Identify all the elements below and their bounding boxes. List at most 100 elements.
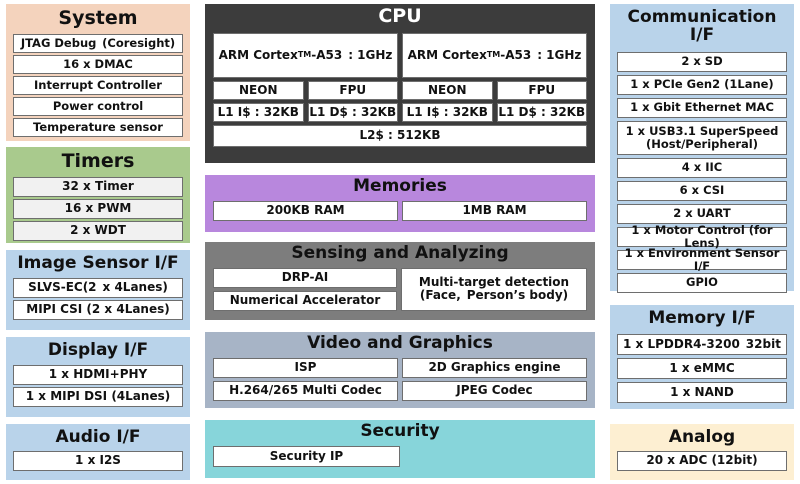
panel-communication-if: Communication I/F 2 x SD 1 x PCIe Gen2 (… xyxy=(610,4,794,293)
block-hdmi-phy: 1 x HDMI+PHY xyxy=(13,364,183,385)
panel-system: System JTAG Debug (Coresight) 16 x DMAC … xyxy=(6,4,190,141)
block-uart: 2 x UART xyxy=(617,203,787,224)
block-l1-icache-1: L1 I$ : 32KB xyxy=(402,102,493,122)
panel-body-system: JTAG Debug (Coresight) 16 x DMAC Interru… xyxy=(13,33,183,139)
block-iic: 4 x IIC xyxy=(617,157,787,178)
block-pwm: 16 x PWM xyxy=(13,198,183,219)
block-csi: 6 x CSI xyxy=(617,180,787,201)
block-drp-ai: DRP-AI xyxy=(213,267,397,288)
block-neon-0: NEON xyxy=(213,80,304,100)
block-emmc: 1 x eMMC xyxy=(617,357,787,379)
panel-image-sensor-if: Image Sensor I/F SLVS-EC(2 x 4Lanes) MIP… xyxy=(6,250,190,330)
panel-sensing-and-analyzing: Sensing and Analyzing DRP-AI Numerical A… xyxy=(205,242,595,320)
video-row-0: ISP 2D Graphics engine xyxy=(213,357,587,378)
block-2d-graphics-engine: 2D Graphics engine xyxy=(402,357,587,378)
panel-body-security: Security IP xyxy=(213,445,587,472)
block-pcie-gen2: 1 x PCIe Gen2 (1Lane) xyxy=(617,74,787,95)
panel-title-analog: Analog xyxy=(668,427,736,447)
memories-row: 200KB RAM 1MB RAM xyxy=(213,200,587,221)
cpu-core-0-name-prefix: ARM Cortex xyxy=(218,47,298,62)
panel-title-security: Security xyxy=(360,421,440,441)
panel-display-if: Display I/F 1 x HDMI+PHY 1 x MIPI DSI (4… xyxy=(6,337,190,417)
panel-title-image-sensor-if: Image Sensor I/F xyxy=(17,253,179,273)
panel-memories: Memories 200KB RAM 1MB RAM xyxy=(205,175,595,232)
block-200kb-ram: 200KB RAM xyxy=(213,200,398,221)
panel-title-communication-if: Communication I/F xyxy=(627,7,777,45)
sensing-split: DRP-AI Numerical Accelerator Multi-targe… xyxy=(213,267,587,311)
panel-body-video: ISP 2D Graphics engine H.264/265 Multi C… xyxy=(213,357,587,404)
block-slvs-ec: SLVS-EC(2 x 4Lanes) xyxy=(13,277,183,298)
cpu-core-0-trademark: TM xyxy=(297,49,312,59)
block-gpio: GPIO xyxy=(617,272,787,293)
block-wdt: 2 x WDT xyxy=(13,220,183,241)
panel-body-sensing: DRP-AI Numerical Accelerator Multi-targe… xyxy=(213,267,587,314)
panel-body-timers: 32 x Timer 16 x PWM 2 x WDT xyxy=(13,176,183,243)
block-motor-control: 1 x Motor Control (for Lens) xyxy=(617,223,787,249)
cpu-core-1-name-suffix: -A53 : 1GHz xyxy=(500,47,582,62)
panel-body-memories: 200KB RAM 1MB RAM xyxy=(213,200,587,226)
block-i2s: 1 x I2S xyxy=(13,450,183,471)
panel-title-system: System xyxy=(58,7,138,29)
panel-body-memory-if: 1 x LPDDR4-3200 32bit 1 x eMMC 1 x NAND xyxy=(617,333,787,406)
sensing-left-stack: DRP-AI Numerical Accelerator xyxy=(213,267,397,311)
block-security-ip: Security IP xyxy=(213,445,400,467)
block-interrupt-controller: Interrupt Controller xyxy=(13,75,183,95)
panel-video-and-graphics: Video and Graphics ISP 2D Graphics engin… xyxy=(205,332,595,408)
block-timer: 32 x Timer xyxy=(13,176,183,197)
block-1mb-ram: 1MB RAM xyxy=(402,200,587,221)
block-jtag-debug: JTAG Debug (Coresight) xyxy=(13,33,183,53)
block-mipi-dsi: 1 x MIPI DSI (4Lanes) xyxy=(13,386,183,407)
block-lpddr4: 1 x LPDDR4-3200 32bit xyxy=(617,333,787,355)
panel-title-memories: Memories xyxy=(353,176,447,196)
cpu-core-0-name-suffix: -A53 : 1GHz xyxy=(311,47,393,62)
panel-title-timers: Timers xyxy=(61,150,135,172)
panel-body-audio-if: 1 x I2S xyxy=(13,450,183,475)
panel-memory-if: Memory I/F 1 x LPDDR4-3200 32bit 1 x eMM… xyxy=(610,305,794,409)
security-row: Security IP xyxy=(213,445,587,467)
block-sd: 2 x SD xyxy=(617,51,787,72)
cpu-core-1-name-prefix: ARM Cortex xyxy=(407,47,487,62)
block-l2-cache: L2$ : 512KB xyxy=(213,124,587,147)
panel-title-memory-if: Memory I/F xyxy=(648,308,756,328)
cpu-core-1-trademark: TM xyxy=(486,49,501,59)
panel-audio-if: Audio I/F 1 x I2S xyxy=(6,424,190,480)
block-isp: ISP xyxy=(213,357,398,378)
block-l1-dcache-0: L1 D$ : 32KB xyxy=(307,102,398,122)
block-environment-sensor-if: 1 x Environment Sensor I/F xyxy=(617,246,787,272)
block-multi-target-detection: Multi-target detection (Face, Person’s b… xyxy=(401,267,587,311)
panel-body-display-if: 1 x HDMI+PHY 1 x MIPI DSI (4Lanes) xyxy=(13,364,183,412)
block-jpeg-codec: JPEG Codec xyxy=(402,380,587,401)
block-fpu-1: FPU xyxy=(496,80,587,100)
panel-body-image-sensor-if: SLVS-EC(2 x 4Lanes) MIPI CSI (2 x 4Lanes… xyxy=(13,277,183,325)
panel-title-sensing-and-analyzing: Sensing and Analyzing xyxy=(291,243,509,263)
cpu-unit-row: NEON FPU NEON FPU xyxy=(213,80,587,100)
panel-title-cpu: CPU xyxy=(378,5,422,27)
block-fpu-0: FPU xyxy=(307,80,398,100)
block-mipi-csi: MIPI CSI (2 x 4Lanes) xyxy=(13,299,183,320)
panel-security: Security Security IP xyxy=(205,420,595,478)
cpu-l2-row: L2$ : 512KB xyxy=(213,124,587,147)
block-power-control: Power control xyxy=(13,96,183,116)
panel-timers: Timers 32 x Timer 16 x PWM 2 x WDT xyxy=(6,147,190,243)
video-row-1: H.264/265 Multi Codec JPEG Codec xyxy=(213,380,587,401)
block-dmac: 16 x DMAC xyxy=(13,54,183,74)
block-h264-265-multi-codec: H.264/265 Multi Codec xyxy=(213,380,398,401)
panel-title-audio-if: Audio I/F xyxy=(55,427,141,447)
block-neon-1: NEON xyxy=(402,80,493,100)
cpu-cache-row: L1 I$ : 32KB L1 D$ : 32KB L1 I$ : 32KB L… xyxy=(213,102,587,122)
block-usb31-superspeed: 1 x USB3.1 SuperSpeed (Host/Peripheral) xyxy=(617,120,787,155)
panel-title-display-if: Display I/F xyxy=(47,340,149,360)
panel-analog: Analog 20 x ADC (12bit) xyxy=(610,424,794,480)
panel-body-analog: 20 x ADC (12bit) xyxy=(617,450,787,475)
block-nand: 1 x NAND xyxy=(617,381,787,403)
block-gbit-ethernet-mac: 1 x Gbit Ethernet MAC xyxy=(617,97,787,118)
block-temperature-sensor: Temperature sensor xyxy=(13,117,183,137)
panel-title-video-and-graphics: Video and Graphics xyxy=(307,333,493,353)
block-l1-icache-0: L1 I$ : 32KB xyxy=(213,102,304,122)
block-adc: 20 x ADC (12bit) xyxy=(617,450,787,471)
